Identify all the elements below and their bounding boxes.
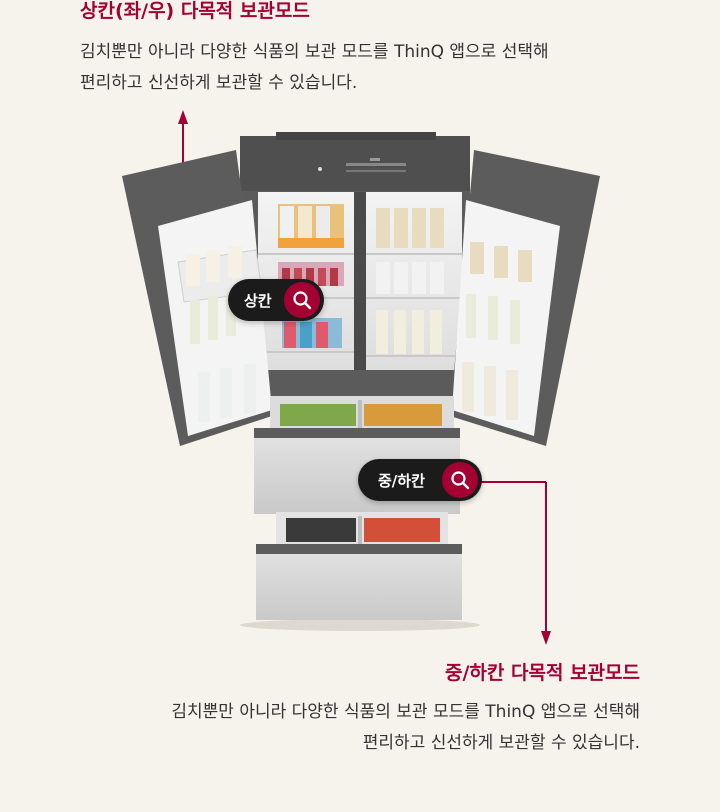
lower-description-line-1: 김치뿐만 아니라 다양한 식품의 보관 모드를 ThinQ 앱으로 선택해 (171, 702, 640, 722)
search-icon (284, 282, 320, 318)
upper-section-title: 상칸(좌/우) 다목적 보관모드 (80, 0, 310, 22)
lower-description-line-2: 편리하고 신선하게 보관할 수 있습니다. (362, 733, 640, 753)
upper-compartment-hotspot-button[interactable]: 상칸 (228, 279, 324, 321)
arrow-up-icon (178, 110, 188, 124)
lower-compartment-hotspot-button[interactable]: 중/하칸 (358, 459, 482, 501)
upper-description-line-1: 김치뿐만 아니라 다양한 식품의 보관 모드를 ThinQ 앱으로 선택해 (80, 42, 549, 62)
upper-hotspot-label: 상칸 (244, 291, 272, 310)
arrow-down-icon (541, 631, 551, 645)
search-icon (442, 462, 478, 498)
right-door (450, 150, 600, 446)
left-door (122, 150, 272, 446)
upper-description-line-2: 편리하고 신선하게 보관할 수 있습니다. (80, 73, 358, 93)
upper-right-compartment (366, 192, 462, 370)
lower-section-description: 김치뿐만 아니라 다양한 식품의 보관 모드를 ThinQ 앱으로 선택해 편리… (171, 697, 640, 759)
control-panel (318, 158, 406, 172)
lower-connector-line (480, 481, 551, 645)
lower-section-title: 중/하칸 다목적 보관모드 (445, 662, 640, 684)
lower-drawer (256, 512, 462, 620)
upper-section-description: 김치뿐만 아니라 다양한 식품의 보관 모드를 ThinQ 앱으로 선택해 편리… (80, 37, 549, 99)
lower-hotspot-label: 중/하칸 (378, 471, 425, 490)
